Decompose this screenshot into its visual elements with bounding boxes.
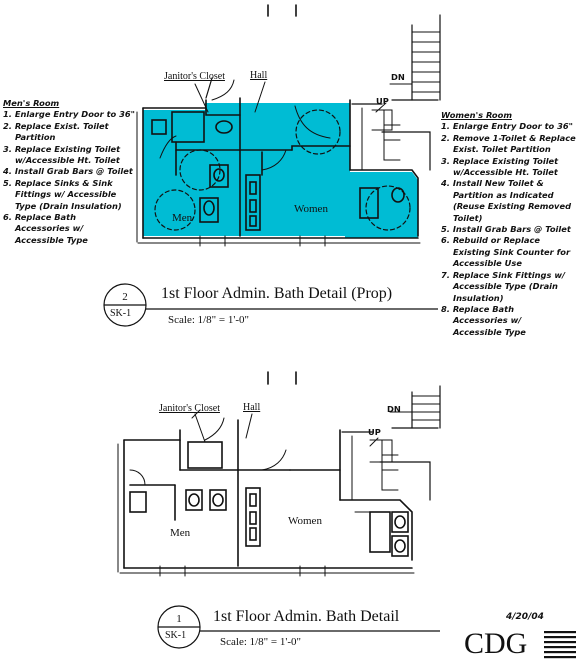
mens-note-line: Fittings w/ Accessible	[15, 189, 117, 200]
proposed-scale: Scale: 1/8" = 1'-0"	[168, 314, 250, 326]
womens-note-line: Partition as Indicated	[453, 189, 554, 200]
proposed-hall-label: Hall	[250, 70, 268, 81]
proposed-janitors-closet-label: Janitor's Closet	[164, 71, 225, 82]
proposed-detail-title: 1st Floor Admin. Bath Detail (Prop)	[161, 285, 393, 302]
cdg-logo: CDG	[464, 627, 528, 660]
womens-note-line: 5. Install Grab Bars @ Toilet	[441, 224, 571, 235]
proposed-floor-plan	[136, 4, 441, 247]
mens-note-line: 5. Replace Sinks & Sink	[3, 177, 113, 188]
proposed-men-label: Men	[172, 212, 193, 224]
drawing-date: 4/20/04	[506, 612, 544, 622]
womens-note-line: 8. Replace Bath	[441, 303, 515, 314]
existing-sheet-number: SK-1	[165, 630, 187, 641]
existing-floor-plan	[117, 371, 441, 577]
proposed-sheet-number: SK-1	[110, 308, 132, 319]
mens-room-heading: Men's Room	[3, 98, 60, 108]
womens-note-line: 3. Replace Existing Toilet	[441, 155, 559, 166]
existing-janitors-closet-label: Janitor's Closet	[159, 403, 220, 414]
existing-men-label: Men	[170, 527, 191, 539]
womens-note-line: 7. Replace Sink Fittings w/	[441, 269, 566, 280]
proposed-detail-number: 2	[122, 291, 128, 303]
womens-note-line: Accessories w/	[453, 315, 522, 326]
proposed-women-label: Women	[294, 203, 328, 215]
existing-dn-label: DN	[387, 404, 401, 414]
existing-scale: Scale: 1/8" = 1'-0"	[220, 636, 302, 648]
womens-note-line: (Reuse Existing Removed	[453, 201, 572, 212]
womens-note-line: Insulation)	[453, 292, 504, 303]
womens-note-line: Toilet)	[453, 212, 483, 223]
mens-note-line: 2. Replace Exist. Toilet	[3, 120, 109, 131]
existing-up-label: UP	[368, 427, 381, 437]
womens-note-line: Existing Sink Counter for	[453, 246, 571, 257]
womens-note-line: Accessible Use	[453, 258, 522, 269]
mens-room-notes: Men's Room 1. Enlarge Entry Door to 36" …	[3, 98, 135, 246]
proposed-title-block	[103, 283, 438, 327]
mens-note-line: 4. Install Grab Bars @ Toilet	[3, 166, 133, 177]
existing-title-block	[157, 605, 440, 649]
womens-room-notes: Women's Room 1. Enlarge Entry Door to 36…	[441, 110, 576, 338]
mens-note-line: 1. Enlarge Entry Door to 36"	[3, 109, 135, 120]
existing-hall-label: Hall	[243, 402, 261, 413]
womens-note-line: Exist. Toilet Partition	[453, 144, 551, 155]
proposed-dn-label: DN	[391, 72, 405, 82]
existing-women-label: Women	[288, 515, 322, 527]
mens-note-line: Partition	[15, 132, 56, 143]
cdg-logo-bars	[544, 631, 576, 659]
mens-note-line: w/Accessible Ht. Toilet	[15, 155, 120, 166]
womens-room-heading: Women's Room	[441, 110, 512, 120]
womens-note-line: Accessible Type (Drain	[453, 281, 558, 292]
proposed-up-label: UP	[376, 96, 389, 106]
mens-note-line: 6. Replace Bath	[3, 212, 77, 223]
womens-note-line: Accessible Type	[453, 326, 526, 337]
womens-note-line: 1. Enlarge Entry Door to 36"	[441, 121, 573, 132]
womens-note-line: 2. Remove 1-Toilet & Replace	[441, 132, 576, 143]
existing-detail-title: 1st Floor Admin. Bath Detail	[213, 608, 400, 625]
mens-note-line: Type (Drain Insulation)	[15, 200, 122, 211]
mens-note-line: Accessories w/	[15, 223, 84, 234]
womens-note-line: w/Accessible Ht. Toilet	[453, 167, 558, 178]
womens-note-line: 4. Install New Toilet &	[441, 178, 544, 189]
existing-detail-number: 1	[176, 613, 182, 625]
womens-note-line: 6. Rebuild or Replace	[441, 235, 540, 246]
mens-note-line: Accessible Type	[15, 234, 88, 245]
mens-note-line: 3. Replace Existing Toilet	[3, 143, 121, 154]
